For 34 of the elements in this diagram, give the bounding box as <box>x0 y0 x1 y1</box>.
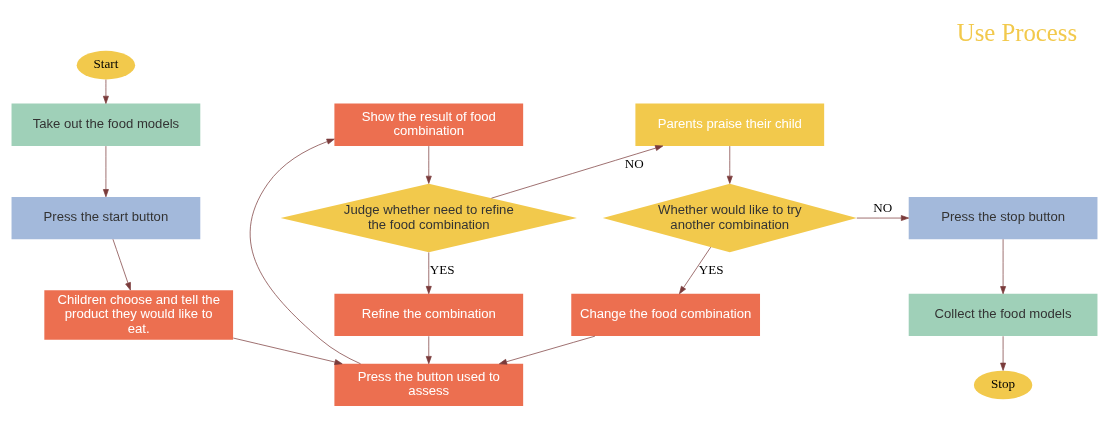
node-ellipse: Stop <box>973 370 1033 399</box>
arrow <box>232 337 343 365</box>
edge-label: YES <box>698 261 724 277</box>
arrow <box>250 138 361 364</box>
arrow <box>425 335 432 364</box>
node-diamond: Whether would like to try another combination <box>602 183 857 252</box>
node-box: Press the button used to assess <box>334 363 524 406</box>
edge-label: NO <box>624 155 644 171</box>
arrow <box>1000 335 1006 371</box>
node-box: Change the food combination <box>571 293 761 336</box>
arrow <box>726 145 733 184</box>
node-box: Parents praise their child <box>635 103 825 146</box>
arrow <box>103 145 109 197</box>
edge-label: YES <box>429 261 455 277</box>
node-box: Press the stop button <box>908 196 1098 239</box>
arrow <box>856 214 909 221</box>
diagram-title: Use Process <box>956 18 1078 46</box>
node-box: Press the start button <box>11 196 201 239</box>
arrow <box>1000 238 1006 294</box>
node-box: Take out the food models <box>11 103 201 146</box>
node-box: Collect the food models <box>908 293 1098 336</box>
arrow <box>103 78 109 104</box>
arrow <box>425 251 432 294</box>
arrow <box>499 335 596 365</box>
node-box: Children choose and tell the product they would like to eat. <box>44 289 234 340</box>
arrow <box>112 238 131 290</box>
arrow <box>425 145 432 184</box>
node-ellipse: Start <box>76 50 136 79</box>
arrow <box>679 246 712 294</box>
node-box: Show the result of food combination <box>334 103 524 146</box>
edge-label: NO <box>873 199 893 215</box>
node-box: Refine the combination <box>334 293 524 336</box>
node-diamond: Judge whether need to refine the food combination <box>280 183 577 252</box>
arrow <box>491 144 664 199</box>
